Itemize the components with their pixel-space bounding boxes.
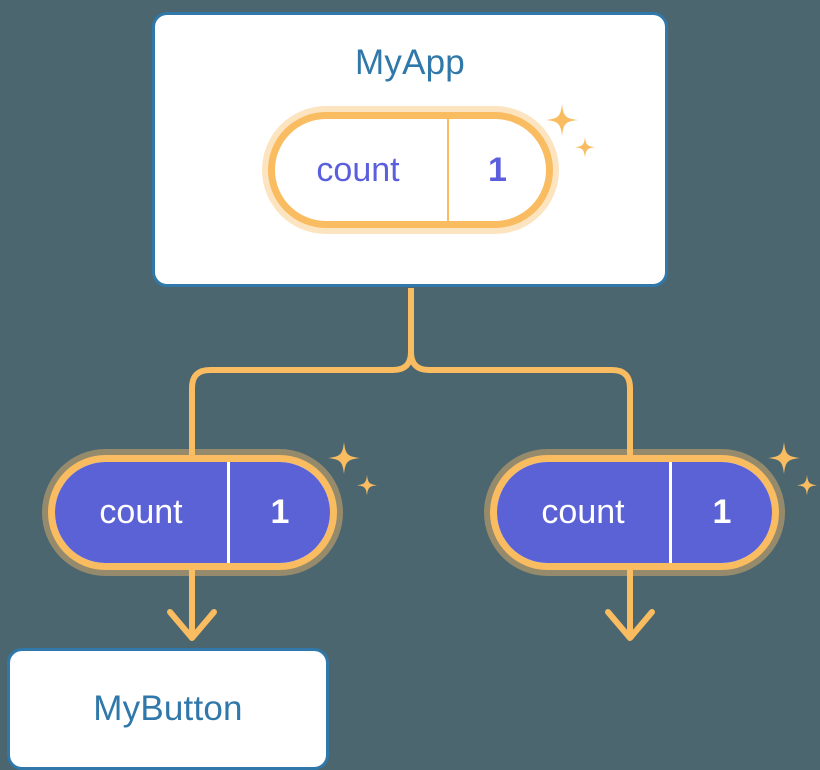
- child-signal-pill-right[interactable]: count 1: [490, 455, 779, 570]
- child-signal-value-left: 1: [227, 462, 330, 563]
- child-signal-value-right: 1: [669, 462, 772, 563]
- arrow-head-right: [605, 609, 655, 641]
- mybutton-card-title-left: MyButton: [93, 689, 243, 728]
- branch-line-right: [408, 351, 633, 460]
- root-signal-pill[interactable]: count 1: [268, 112, 553, 228]
- root-signal-value: 1: [447, 119, 546, 221]
- root-signal-key: count: [316, 150, 400, 189]
- child-signal-key-right: count: [497, 462, 669, 563]
- myapp-card-title: MyApp: [355, 43, 465, 82]
- branch-line-left: [189, 351, 414, 460]
- arrow-head-left: [167, 609, 217, 641]
- child-signal-pill-left[interactable]: count 1: [48, 455, 337, 570]
- mybutton-card-left[interactable]: MyButton: [7, 648, 329, 770]
- child-signal-key-left: count: [55, 462, 227, 563]
